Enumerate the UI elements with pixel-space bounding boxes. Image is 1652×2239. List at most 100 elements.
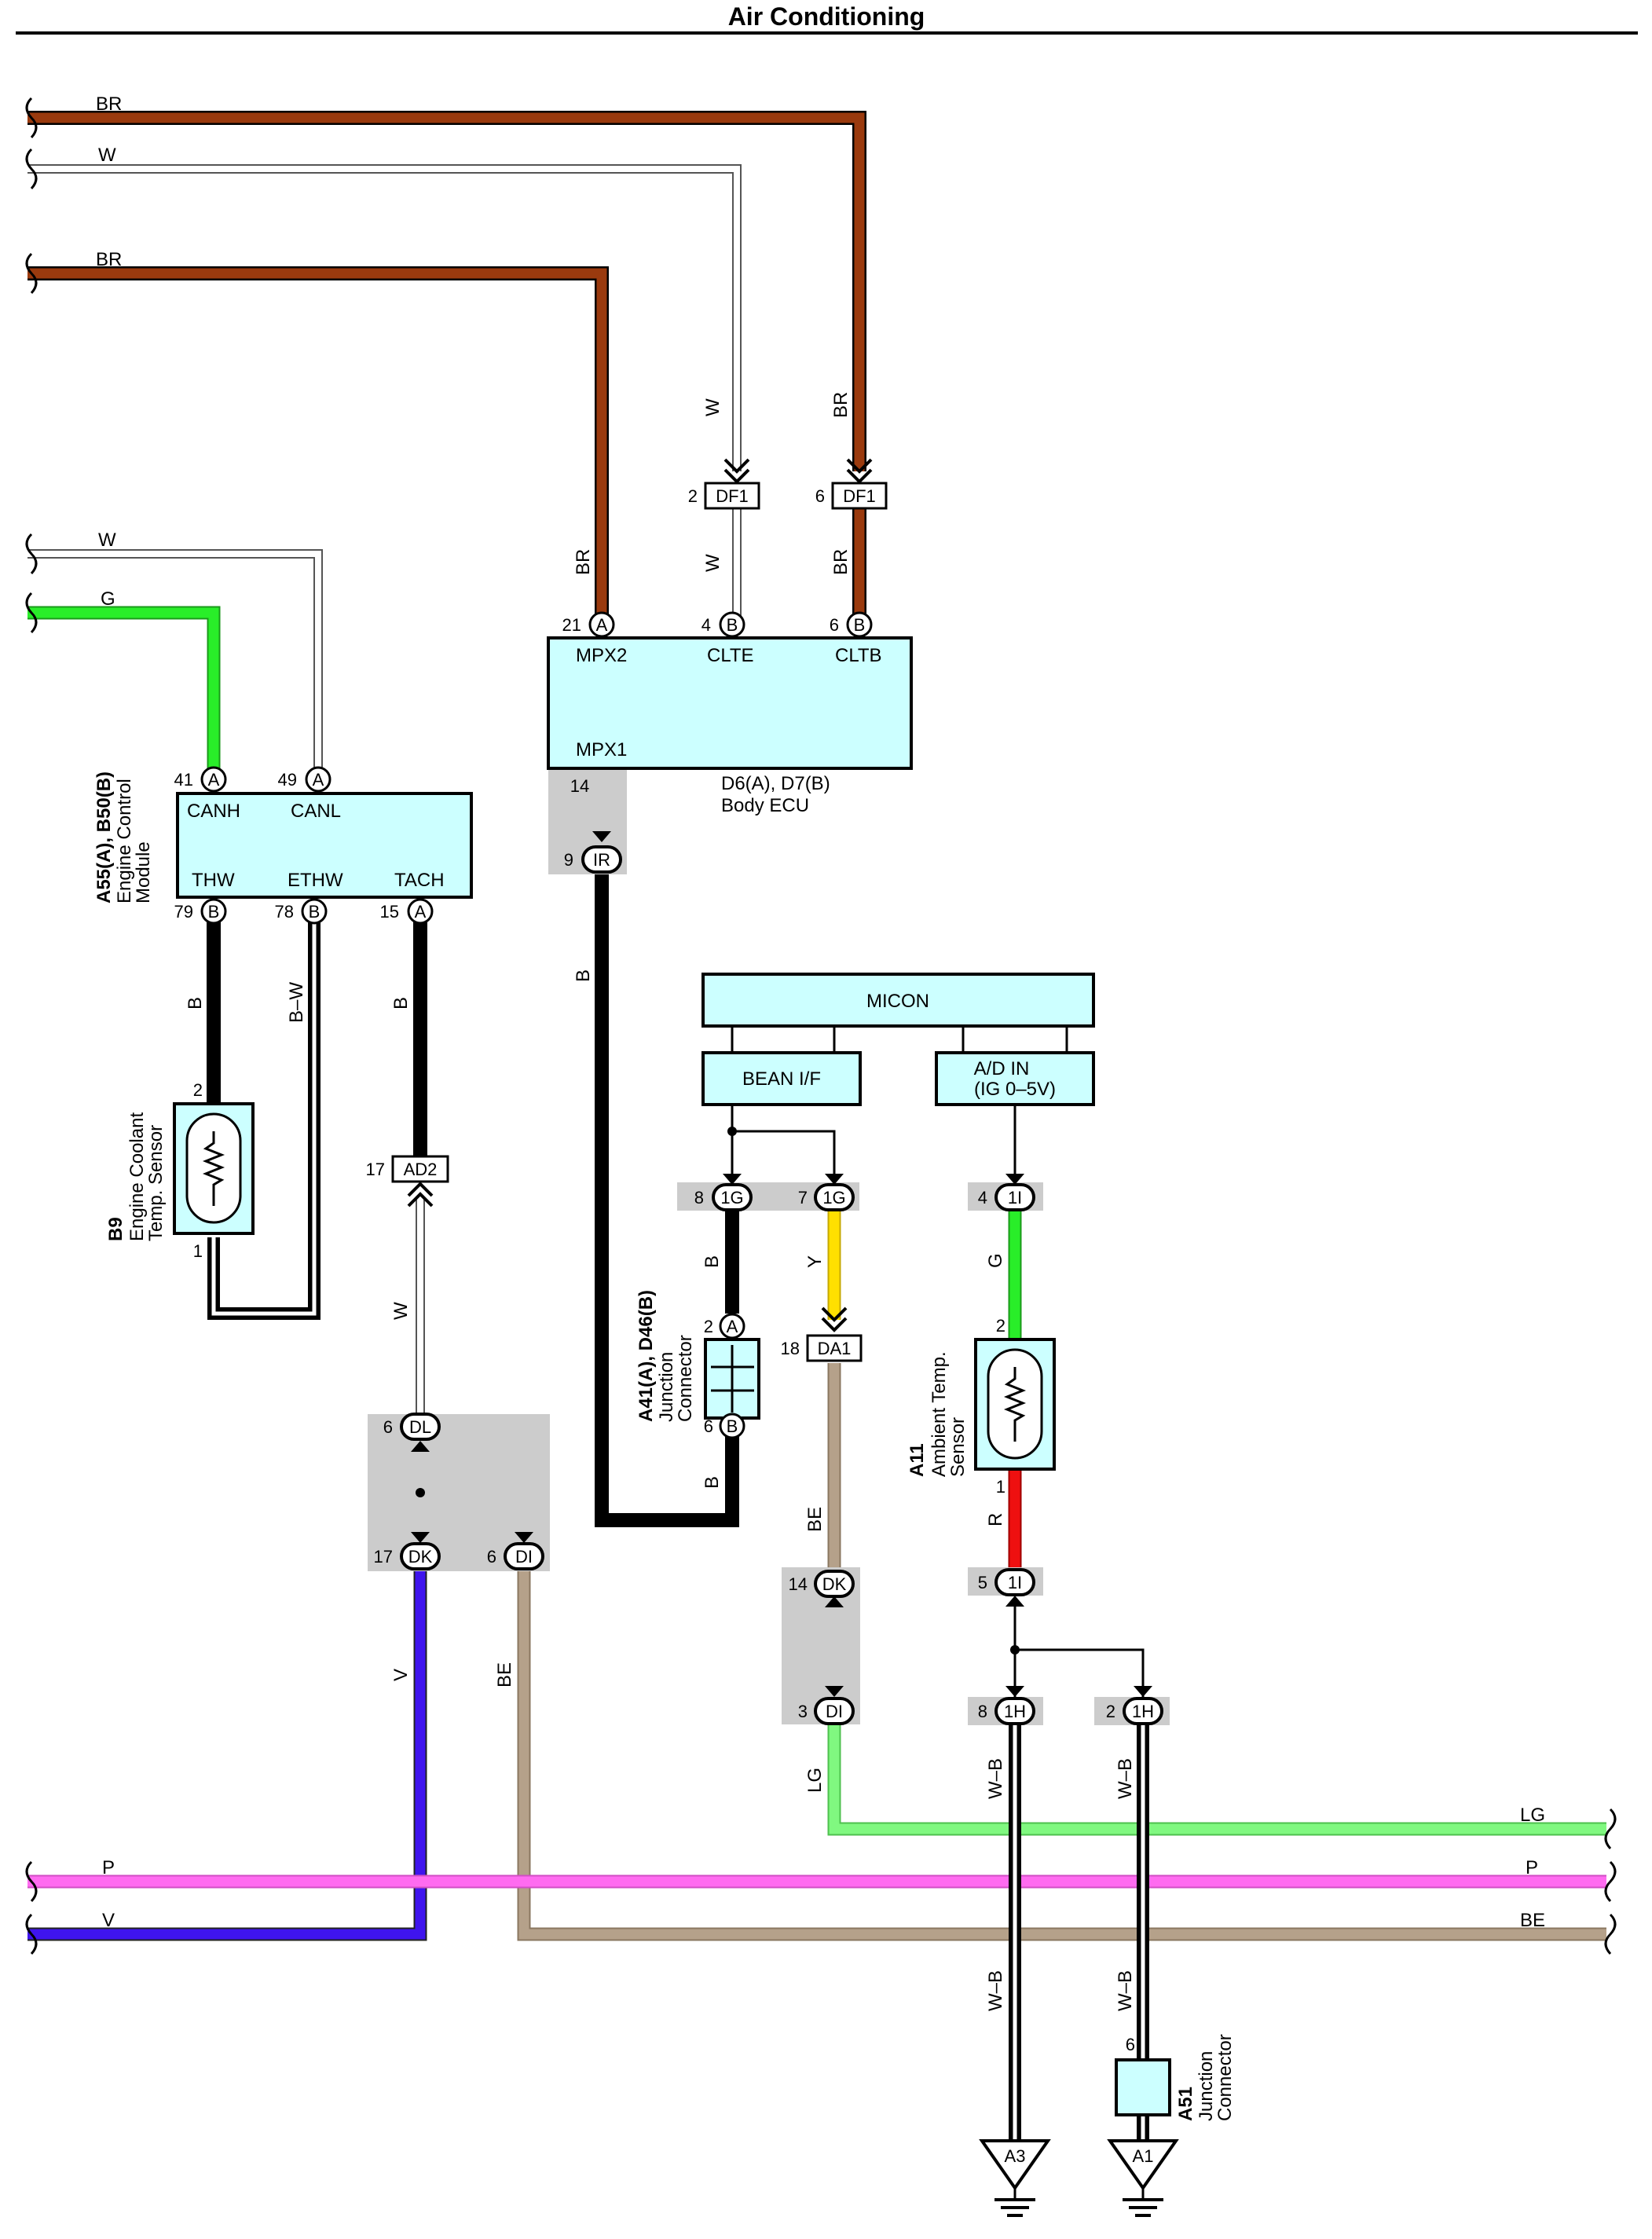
svg-text:A1: A1 [1133,2146,1154,2166]
body-ecu-terminal-6: B 6 [830,611,873,638]
label-w-left: W [98,530,116,551]
svg-text:6: 6 [704,1416,713,1436]
body-ecu-terminal-21: A 21 [562,611,615,638]
label-p-right: P [1526,1857,1538,1878]
svg-text:3: 3 [798,1702,808,1721]
label-v-bottom: V [102,1910,115,1931]
micon-ad-range: (IG 0–5V) [974,1079,1056,1100]
svg-text:6: 6 [487,1547,496,1567]
connector-1h-8: 1H 8 [978,1686,1035,1725]
svg-text:B: B [854,615,866,635]
body-ecu-pin-mpx1: MPX1 [576,739,627,760]
label-y-1g: Y [804,1255,826,1268]
body-ecu-name: Body ECU [721,795,809,816]
svg-text:A: A [596,615,608,635]
label-b-a41: B [701,1476,723,1489]
svg-text:A3: A3 [1005,2146,1026,2166]
svg-text:A55(A), B50(B): A55(A), B50(B) [93,771,115,903]
svg-text:18: 18 [781,1339,800,1358]
label-wb-1h8: W–B [985,1758,1006,1799]
wire-be-di [517,1567,1606,1941]
connector-ir: IR 9 [564,831,622,874]
body-ecu-pin-mpx2: MPX2 [576,645,627,666]
ambient-sensor-name1: Ambient Temp. [929,1351,950,1477]
coolant-pin-2: 2 [193,1080,203,1100]
micon-block: MICON BEAN I/F A/D IN (IG 0–5V) [701,973,1095,1106]
coolant-sensor-code: B9 [105,1217,126,1241]
svg-text:6: 6 [1126,2035,1135,2054]
ground-a3: A3 [979,2139,1051,2217]
connector-dk-right: DK 14 [789,1570,855,1607]
svg-text:5: 5 [978,1573,987,1592]
label-w-clte: W [702,554,723,572]
svg-text:9: 9 [564,850,573,870]
body-ecu-codes: D6(A), D7(B) [721,773,830,794]
ambient-sensor-code: A11 [907,1443,928,1477]
label-be-di: BE [494,1662,515,1687]
svg-text:6: 6 [830,615,839,635]
label-wb-a3: W–B [985,1970,1006,2011]
svg-text:6: 6 [383,1417,393,1437]
svg-text:15: 15 [380,902,399,922]
svg-text:2: 2 [688,486,698,506]
svg-text:A: A [727,1317,738,1336]
coolant-sensor-name1: Engine Coolant [126,1112,148,1241]
label-w-ad2: W [390,1302,412,1320]
label-br-top: BR [96,93,122,115]
ecm-terminal-79: B 79 [174,898,227,925]
svg-text:79: 79 [174,902,193,922]
svg-text:17: 17 [366,1160,385,1179]
svg-text:4: 4 [701,615,711,635]
engine-control-module: CANH CANL THW ETHW TACH A55(A), B50(B) E… [93,766,473,925]
svg-text:8: 8 [978,1702,987,1721]
label-lg-di: LG [804,1768,826,1793]
svg-text:IR: IR [593,850,610,870]
connector-1i-top: 1I 4 [978,1174,1035,1211]
svg-text:DA1: DA1 [818,1339,852,1358]
svg-text:Module: Module [133,841,154,903]
svg-text:A: A [415,902,427,922]
wire-break-marks [25,97,1617,1955]
svg-text:1I: 1I [1008,1573,1022,1592]
svg-text:17: 17 [374,1547,393,1567]
svg-text:Connector: Connector [1214,2034,1236,2121]
wire-w-top [27,164,742,471]
wire-w-left [27,549,323,779]
svg-text:2: 2 [1106,1702,1115,1721]
connector-da1: DA1 18 [781,1306,863,1362]
body-ecu-pin-cltb: CLTB [835,645,882,666]
label-be-da1: BE [804,1507,826,1532]
label-p-bottom: P [102,1857,115,1878]
label-br-cltb: BR [830,549,852,575]
connector-df1-br: DF1 6 [815,458,888,510]
label-br-df1: BR [830,392,852,418]
svg-text:DK: DK [822,1574,847,1594]
ecm-name: A55(A), B50(B) Engine Control Module [93,771,154,903]
micon-bean: BEAN I/F [742,1068,821,1090]
label-r-a11: R [985,1513,1006,1526]
junction-connector-a51: 6 A51 Junction Connector [1115,2034,1236,2121]
svg-text:DF1: DF1 [843,486,876,506]
junction-connector-a41: A 2 B 6 A41(A), D46(B) Junction Connecto… [636,1290,760,1439]
ambient-pin-2: 2 [996,1316,1005,1336]
label-br-mid: BR [96,249,122,270]
svg-text:4: 4 [978,1188,987,1207]
page-title: Air Conditioning [728,2,925,31]
body-ecu-pin-clte: CLTE [707,645,754,666]
svg-text:DI: DI [515,1547,533,1567]
svg-text:B: B [727,1416,738,1436]
svg-text:Junction: Junction [1196,2051,1217,2121]
svg-text:1I: 1I [1008,1188,1022,1207]
ecm-terminal-49: A 49 [278,766,331,793]
micon-ad-in: A/D IN [974,1058,1030,1079]
ecm-pin-ethw: ETHW [288,870,343,891]
label-b-thw: B [185,997,206,1010]
ambient-temp-sensor: 2 1 A11 Ambient Temp. Sensor [907,1316,1056,1497]
connector-dl: DL 6 [383,1413,441,1452]
splice-dot-bean [727,1127,737,1136]
label-br-mpx2: BR [573,549,594,575]
svg-text:AD2: AD2 [404,1160,438,1179]
body-ecu-pin-num-14: 14 [570,776,589,796]
wire-g-left [27,606,221,779]
